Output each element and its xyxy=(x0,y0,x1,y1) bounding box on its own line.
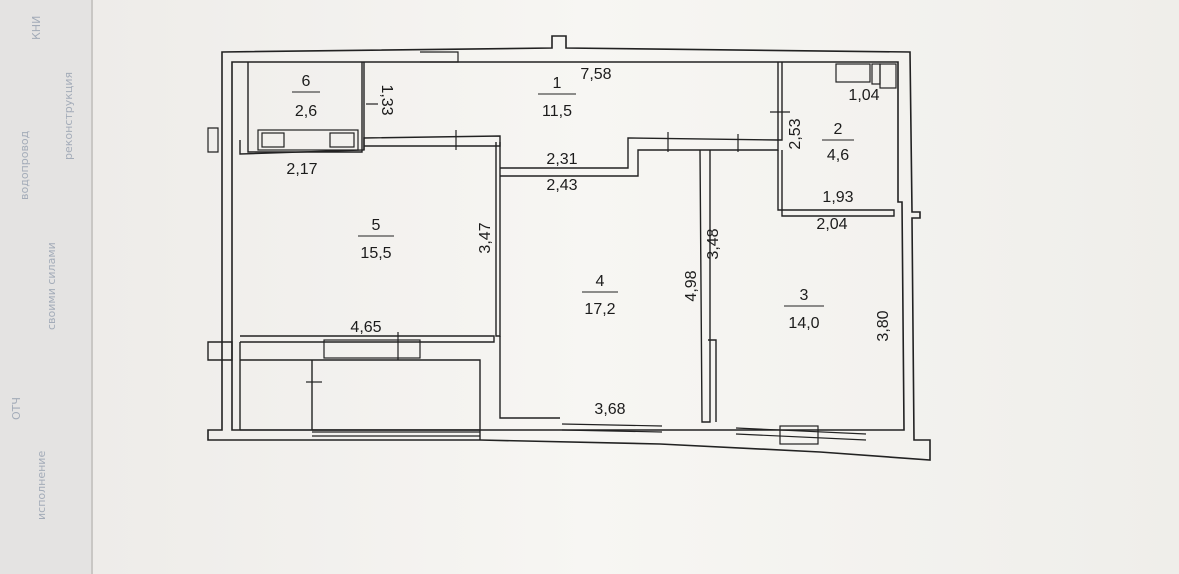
underlying-document xyxy=(0,0,92,574)
sink-icon xyxy=(835,63,871,83)
room-number-1: 1 xyxy=(553,75,562,92)
interior-walls xyxy=(207,62,895,440)
stamp-line: водопровод xyxy=(18,130,31,200)
room-number-5: 5 xyxy=(372,217,381,234)
windows xyxy=(207,51,867,441)
stamp-line: своими силами xyxy=(45,242,58,330)
dim-3-68: 3,68 xyxy=(594,401,625,418)
dim-2-31: 2,31 xyxy=(546,151,577,168)
dim-2-17: 2,17 xyxy=(286,161,317,178)
stamp-line: реконструкция xyxy=(62,72,75,160)
sidebar-stamp-text: КНИ водопровод своими силами реконструкц… xyxy=(10,16,75,520)
room-area-5: 15,5 xyxy=(360,245,391,262)
dim-4-98: 4,98 xyxy=(683,270,700,301)
dim-1-33: 1,33 xyxy=(378,84,395,115)
room-number-3: 3 xyxy=(800,287,809,304)
dim-3-80: 3,80 xyxy=(875,310,892,341)
dim-2-43: 2,43 xyxy=(546,177,577,194)
dim-1-93: 1,93 xyxy=(822,189,853,206)
dim-3-48: 3,48 xyxy=(705,228,722,259)
dimension-labels: 7,58 1,33 1,04 2,53 2,17 2,31 2,43 1,93 … xyxy=(286,66,892,418)
dim-3-47: 3,47 xyxy=(477,222,494,253)
room-number-6: 6 xyxy=(302,73,311,90)
dim-7-58: 7,58 xyxy=(580,66,611,83)
dim-2-04: 2,04 xyxy=(816,216,847,233)
dim-4-65: 4,65 xyxy=(350,319,381,336)
room-number-2: 2 xyxy=(834,121,843,138)
room-area-3: 14,0 xyxy=(788,315,819,332)
bathtub-icon xyxy=(257,129,359,151)
room-number-4: 4 xyxy=(596,273,605,290)
room-area-6: 2,6 xyxy=(295,103,317,120)
doorway-marker xyxy=(323,339,421,359)
room-area-4: 17,2 xyxy=(584,301,615,318)
stamp-line: исполнение xyxy=(35,451,48,520)
room-area-2: 4,6 xyxy=(827,147,849,164)
dim-2-53: 2,53 xyxy=(787,118,804,149)
room-area-1: 11,5 xyxy=(542,103,572,120)
room-labels: 6 2,6 1 11,5 2 4,6 5 15,5 4 17,2 3 14,0 xyxy=(292,73,854,332)
dim-1-04: 1,04 xyxy=(848,87,879,104)
stamp-line: КНИ xyxy=(30,16,43,40)
stamp-line: ОТЧ xyxy=(10,397,23,420)
door-marks xyxy=(306,103,790,383)
fixtures xyxy=(257,63,897,445)
outer-walls xyxy=(207,35,931,461)
